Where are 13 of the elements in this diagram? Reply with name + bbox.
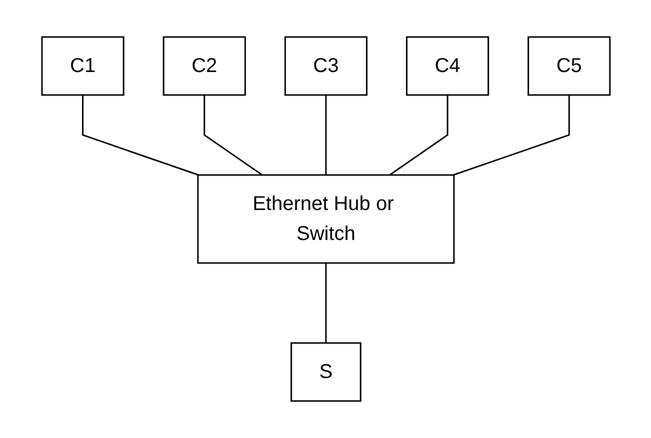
node-box: Ethernet Hub or Switch [196,174,454,264]
connector [452,95,570,176]
node-box: C4 [406,36,489,96]
connector [324,95,326,175]
connector [203,95,262,176]
node-box: C1 [40,36,124,96]
node-box: C3 [284,36,368,96]
node-box: C2 [162,36,246,96]
node-box: C5 [527,36,610,96]
connector [82,95,198,176]
node-box: S [290,342,361,402]
connector [388,95,448,176]
connector [324,263,326,343]
